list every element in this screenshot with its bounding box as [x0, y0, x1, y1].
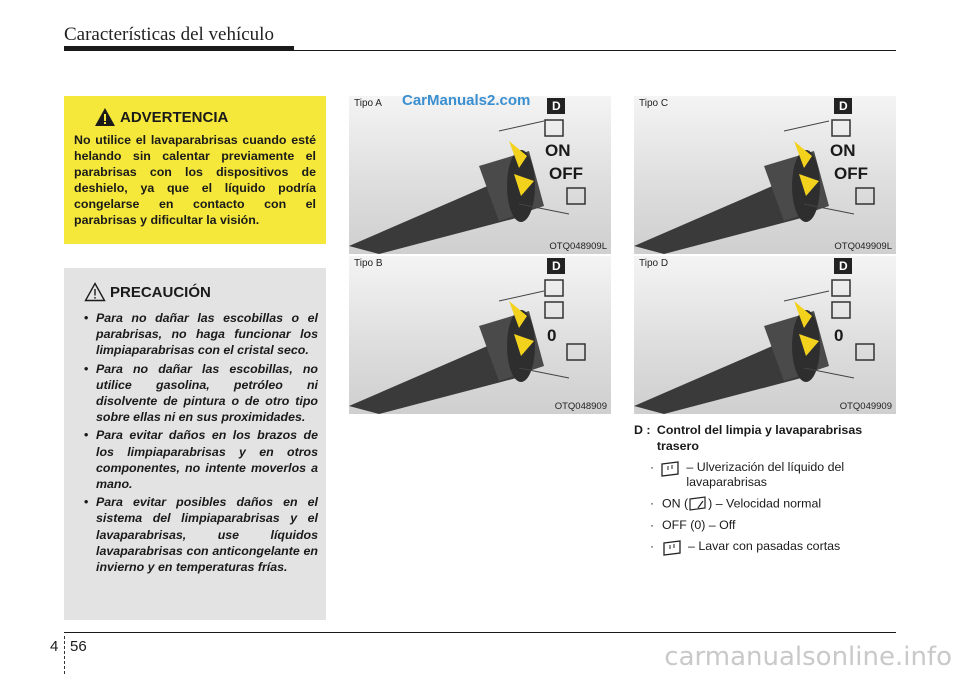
on-label: ON [830, 141, 856, 160]
washer-spray-icon [831, 279, 851, 297]
figure-tipo-a: Tipo A D ON OFF OTQ048909L [349, 96, 611, 254]
washer-spray-icon [544, 279, 564, 297]
caution-title: PRECAUCIÓN [110, 283, 211, 301]
caution-item: Para no dañar las escobillas, no utilice… [72, 361, 318, 426]
caution-item: Para evitar posibles daños en el sistema… [72, 494, 318, 575]
wiper-lever-illustration [349, 258, 586, 414]
badge-d-icon [834, 258, 852, 274]
description-heading: D : Control del limpia y lavaparabrisas … [634, 422, 896, 454]
page-number: 56 [70, 638, 87, 655]
figure-type-label: Tipo D [639, 258, 669, 269]
description-item: · – Ulverización del líquido del lavapar… [634, 460, 896, 490]
badge-d-label: D [839, 99, 848, 113]
description-text: – Ulverización del líquido del lavaparab… [686, 460, 845, 489]
zero-label: 0 [834, 326, 844, 345]
caution-header: PRECAUCIÓN [84, 280, 318, 304]
footer-rule [64, 632, 896, 633]
page-divider [64, 636, 65, 674]
warning-title: ADVERTENCIA [120, 108, 229, 126]
caution-item: Para evitar daños en los brazos de los l… [72, 427, 318, 492]
badge-d-icon [547, 98, 565, 114]
washer-spray-icon [663, 540, 681, 556]
badge-d-label: D [552, 99, 561, 113]
figure-code: OTQ049909L [834, 241, 892, 252]
figure-code: OTQ048909L [549, 241, 607, 252]
on-label: ON [545, 141, 571, 160]
washer-spray-icon [855, 343, 875, 361]
bullet: · [650, 518, 655, 532]
warning-text: No utilice el lavaparabrisas cuando esté… [74, 133, 316, 227]
figure-tipo-d: Tipo D D 0 OTQ049909 [634, 256, 896, 414]
wiper-lever-illustration [634, 98, 875, 254]
description-item: · – Lavar con pasadas cortas [634, 539, 896, 557]
figure-tipo-b: Tipo B D 0 OTQ048909 [349, 256, 611, 414]
figure-code: OTQ048909 [554, 401, 607, 412]
description-title: Control del limpia y lavaparabrisas tras… [656, 423, 863, 453]
description-text: – Lavar con pasadas cortas [688, 539, 841, 553]
wiper-lever-illustration [349, 98, 586, 254]
caution-list: Para no dañar las escobillas o el parabr… [72, 310, 318, 575]
warning-header: ADVERTENCIA [94, 106, 316, 128]
footer-site-watermark: carmanualsonline.info [664, 642, 952, 672]
bullet: · [650, 496, 655, 510]
figure-type-label: Tipo A [354, 98, 382, 109]
off-label: OFF [549, 164, 583, 183]
warning-box: ADVERTENCIA No utilice el lavaparabrisas… [64, 96, 326, 244]
wiper-icon [689, 496, 706, 511]
washer-spray-icon [831, 119, 851, 137]
badge-d-icon [547, 258, 565, 274]
badge-d-icon [834, 98, 852, 114]
wiper-lever-illustration [634, 258, 875, 414]
description-prefix: ON ( [662, 496, 689, 511]
figure-tipo-c: Tipo C D ON OFF OTQ049909L [634, 96, 896, 254]
description-key: D : [634, 423, 651, 437]
caution-box: PRECAUCIÓN Para no dañar las escobillas … [64, 268, 326, 620]
watermark: CarManuals2.com [402, 92, 531, 109]
header-rule-thin [64, 50, 896, 51]
washer-spray-icon [566, 343, 586, 361]
zero-label: 0 [547, 326, 557, 345]
wiper-icon [544, 301, 564, 319]
wiper-icon [831, 301, 851, 319]
figure-type-label: Tipo C [639, 98, 669, 109]
badge-d-label: D [552, 259, 561, 273]
washer-spray-icon [855, 187, 875, 205]
header-rule [64, 46, 294, 50]
section-number: 4 [50, 638, 59, 655]
warning-triangle-icon [95, 108, 115, 126]
washer-spray-icon [661, 461, 680, 477]
caution-item: Para no dañar las escobillas o el parabr… [72, 310, 318, 359]
figure-type-label: Tipo B [354, 258, 383, 269]
bullet: · [650, 539, 655, 553]
page-header-title: Características del vehículo [64, 24, 274, 45]
description-item: · OFF (0) – Off [634, 518, 896, 533]
rear-wiper-description: D : Control del limpia y lavaparabrisas … [634, 422, 896, 557]
bullet: · [650, 460, 655, 474]
description-text: OFF (0) – Off [662, 518, 736, 532]
description-suffix: ) – Velocidad normal [708, 496, 822, 511]
washer-spray-icon [544, 119, 564, 137]
badge-d-label: D [839, 259, 848, 273]
washer-spray-icon [566, 187, 586, 205]
figure-code: OTQ049909 [839, 401, 892, 412]
caution-triangle-icon [84, 282, 106, 302]
description-item: · ON ( ) – Velocidad normal [634, 496, 896, 512]
off-label: OFF [834, 164, 868, 183]
